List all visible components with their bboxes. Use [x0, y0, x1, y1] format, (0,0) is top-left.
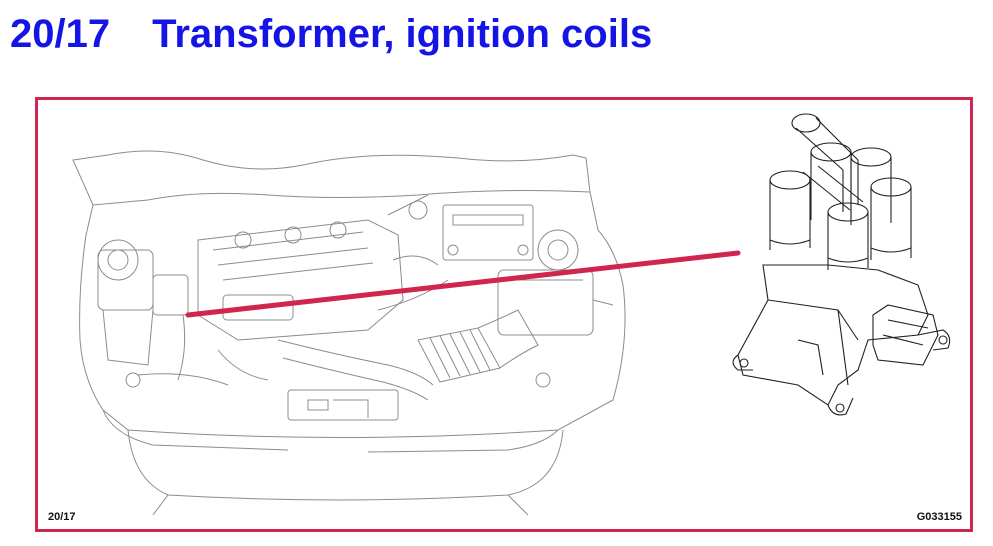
footer-figure-code: G033155 [916, 511, 962, 523]
figure-title: Transformer, ignition coils [152, 12, 653, 56]
illustration [72, 113, 951, 516]
pointer-line [185, 250, 741, 318]
engine-bay-drawing [72, 150, 626, 516]
figure-number: 20/17 [10, 12, 111, 56]
footer-figure-number: 20/17 [48, 511, 76, 523]
figure-frame: 20/17 G033155 [35, 97, 973, 532]
page-header: 20/17 Transformer, ignition coils [10, 6, 652, 62]
ignition-coil-drawing [732, 113, 951, 416]
